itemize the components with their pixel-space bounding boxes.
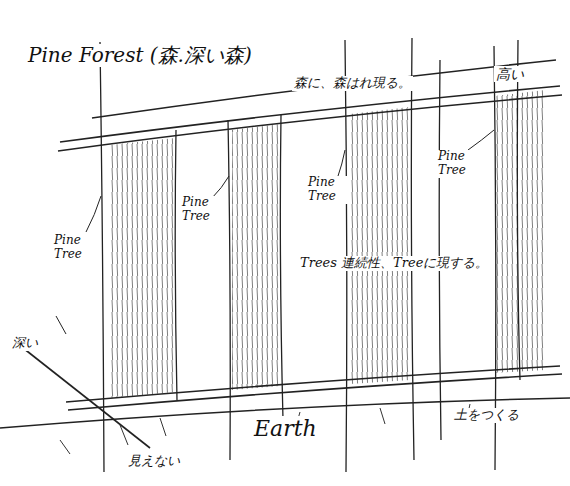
note-text: 土をつくる [452, 408, 521, 423]
tree-label: Pine Tree [306, 176, 350, 204]
band-lines [0, 60, 570, 448]
note-text: Trees 連続性、Treeに現する。 [298, 256, 492, 271]
tree-label: Pine Tree [52, 234, 96, 262]
leader-lines [56, 130, 494, 334]
sketch-title: Pine Forest (森.深い森) [26, 44, 254, 67]
tree-label: Pine Tree [436, 150, 480, 178]
note-text: 見えない [126, 454, 182, 469]
tree-label: Pine Tree [180, 196, 224, 224]
earth-marks [60, 404, 470, 454]
pine-trunks [100, 38, 520, 472]
note-text: 森に、森はれ現る。 [292, 76, 413, 91]
earth-label: Earth [252, 416, 319, 441]
note-text: 高い [494, 66, 526, 82]
note-text: 深い [10, 336, 40, 351]
